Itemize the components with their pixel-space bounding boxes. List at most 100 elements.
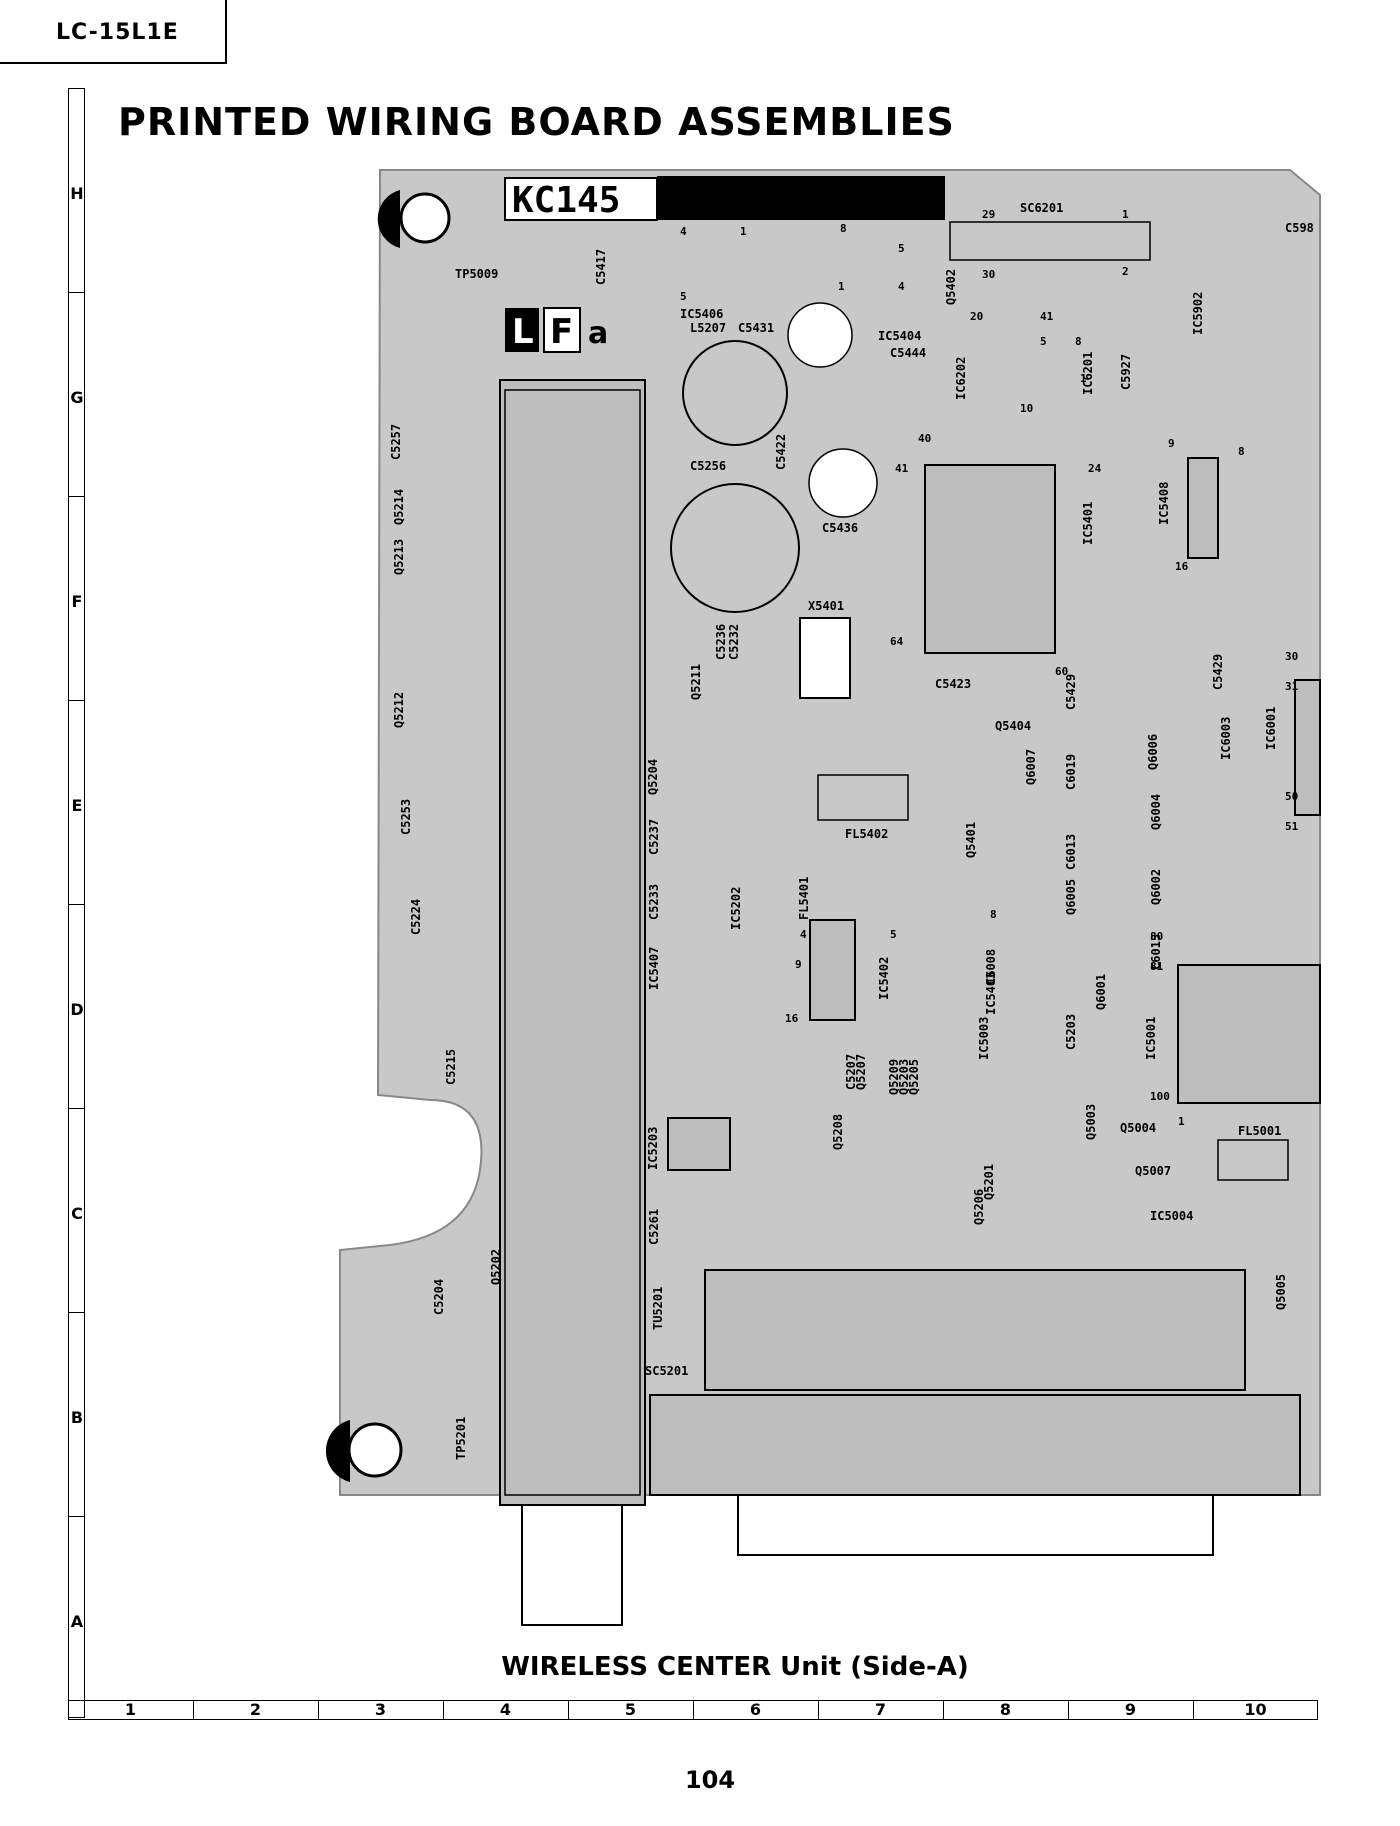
ic6001 [1294,679,1321,816]
column-divider [1068,1700,1069,1720]
ic5401 [924,464,1056,654]
pin-number-label: 8 [1075,335,1082,348]
component-label-c5253: C5253 [399,799,413,835]
component-label-tp5009: TP5009 [455,267,498,281]
model-number: LC-15L1E [56,20,179,45]
component-label-c5203: C5203 [1064,1014,1078,1050]
pin-number-label: 24 [1088,462,1102,475]
ic5203 [667,1117,731,1171]
column-label-10: 10 [1244,1700,1267,1719]
component-label-q5207: Q5207 [854,1054,868,1090]
column-divider [943,1700,944,1720]
pin-number-label: 51 [1285,820,1299,833]
component-label-c5237: C5237 [647,819,661,855]
column-label-1: 1 [124,1700,137,1719]
ic5403 [809,919,856,1021]
component-label-c5431: C5431 [738,321,774,335]
component-label-c5429: C5429 [1064,674,1078,710]
pin-number-label: 1 [740,225,747,238]
component-label-c6008: C6008 [984,949,998,985]
pin-number-label: 4 [898,280,905,293]
pin-number-label: 100 [1150,1090,1170,1103]
pin-number-label: 8 [990,908,997,921]
column-label-3: 3 [374,1700,387,1719]
pin-number-label: 5 [898,242,905,255]
pin-number-label: 1 [1122,208,1129,221]
component-label-fl5401: FL5401 [797,877,811,920]
column-label-2: 2 [249,1700,262,1719]
tuner-inner [504,389,641,1496]
component-label-q5205: Q5205 [907,1059,921,1095]
ic5408 [1187,457,1219,559]
pin-number-label: 50 [1285,790,1298,803]
mark-l [505,308,539,352]
component-label-ic5404: IC5404 [878,329,921,343]
component-label-ic5001: IC5001 [1144,1017,1158,1060]
pin-number-label: 60 [1055,665,1068,678]
mark-f [543,307,581,353]
component-label-q5214: Q5214 [392,489,406,525]
pin-number-label: 30 [982,268,995,281]
component-label-c5417: C5417 [594,249,608,285]
component-label-ic5203: IC5203 [646,1127,660,1170]
tuner-connector [521,1504,623,1626]
cap-c5422 [808,448,878,518]
pin-number-label: 16 [1175,560,1189,573]
component-label-ic5004: IC5004 [1150,1209,1193,1223]
pin-number-label: 10 [1020,402,1033,415]
component-label-c6019: C6019 [1064,754,1078,790]
component-label-ic6201: IC6201 [1081,352,1095,395]
component-label-ic6001: IC6001 [1264,707,1278,750]
row-label-c: C [71,1204,83,1223]
component-label-c6015: C6015 [1149,934,1163,970]
component-label-ic5202: IC5202 [729,887,743,930]
row-label-b: B [70,1408,84,1427]
board-id-text: KC145 [512,180,620,221]
row-label-e: E [71,796,83,815]
component-label-c5436: C5436 [822,521,858,535]
component-label-c5236: C5236 [714,624,728,660]
mark-a-text: a [588,316,608,351]
row-divider [68,496,85,497]
pin-number-label: 4 [680,225,687,238]
component-label-q6002: Q6002 [1149,869,1163,905]
component-label-q5213: Q5213 [392,539,406,575]
pin-number-label: 4 [800,928,807,941]
pin-number-label: 41 [895,462,909,475]
component-label-q6004: Q6004 [1149,794,1163,830]
component-label-ic5402: IC5402 [877,957,891,1000]
component-label-fl5001: FL5001 [1238,1124,1281,1138]
pin-number-label: 31 [1285,680,1299,693]
pin-number-label: 64 [890,635,904,648]
component-label-q5203: Q5203 [897,1059,911,1095]
component-label-q5202: Q5202 [489,1249,503,1285]
column-label-9: 9 [1124,1700,1137,1719]
component-label-q6001: Q6001 [1094,974,1108,1010]
scart-base [649,1394,1301,1496]
ic5001 [1177,964,1321,1104]
column-label-8: 8 [999,1700,1012,1719]
fl5001 [1217,1139,1289,1181]
component-label-c5422: C5422 [774,434,788,470]
column-label-5: 5 [624,1700,637,1719]
page-title: PRINTED WIRING BOARD ASSEMBLIES [118,100,955,144]
column-divider [568,1700,569,1720]
pin-number-label: 81 [1150,960,1164,973]
component-label-sc6201: SC6201 [1020,201,1063,215]
barcode-block [657,176,945,220]
component-label-ic5902: IC5902 [1191,292,1205,335]
component-label-tp5201: TP5201 [454,1417,468,1460]
row-divider [68,700,85,701]
tp5009-pad [399,192,451,244]
component-label-fl5402: FL5402 [845,827,888,841]
pin-number-label: 9 [795,958,802,971]
component-label-q5206: Q5206 [972,1189,986,1225]
diagram-caption: WIRELESS CENTER Unit (Side-A) [501,1652,969,1682]
component-label-q5401: Q5401 [964,822,978,858]
row-label-d: D [70,1000,84,1019]
cap-c5256-big [682,340,788,446]
column-label-6: 6 [749,1700,762,1719]
x5401 [799,617,851,699]
mark-f-text: F [550,312,573,352]
